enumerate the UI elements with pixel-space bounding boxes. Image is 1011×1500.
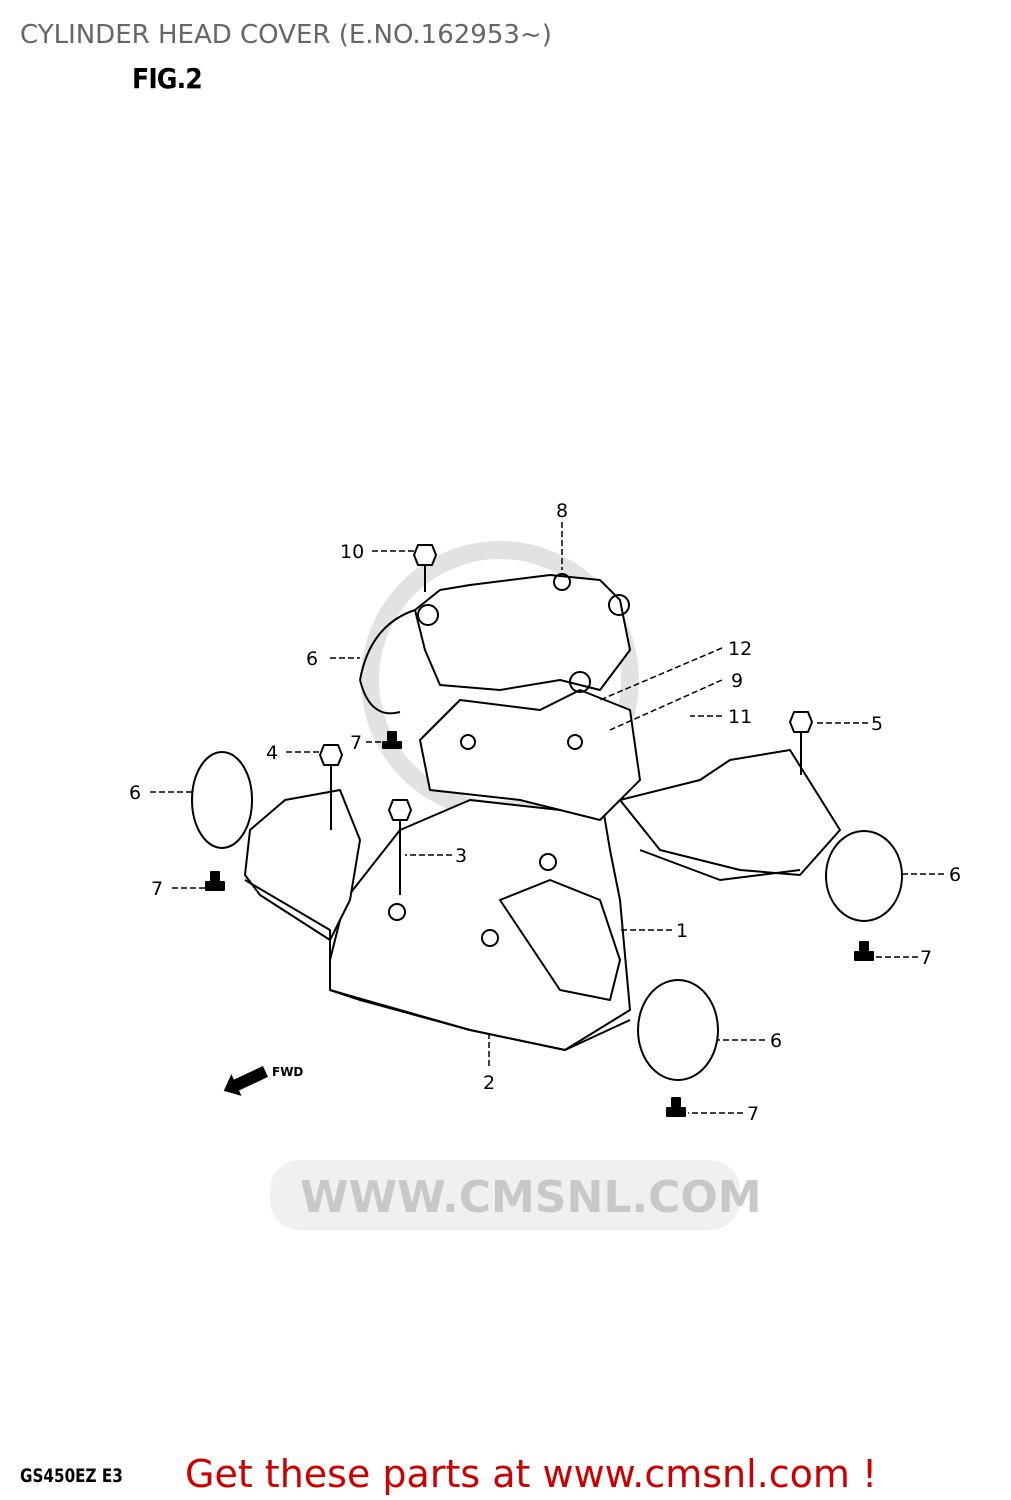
cap-upper-left: [359, 609, 416, 715]
callout-7: 7: [350, 732, 362, 754]
callout-5: 5: [871, 713, 883, 735]
cylinder-head-cover: [329, 789, 631, 1051]
callout-4: 4: [266, 742, 278, 764]
callout-6: 6: [129, 782, 141, 804]
fwd-label: FWD: [272, 1065, 303, 1079]
cap-bottom: [637, 979, 719, 1081]
callout-7: 7: [151, 878, 163, 900]
watermark-text: WWW.CMSNL.COM: [300, 1172, 762, 1223]
callout-6: 6: [949, 864, 961, 886]
cap-right: [825, 830, 903, 922]
screw-7: [205, 731, 874, 1117]
callout-2: 2: [483, 1072, 495, 1094]
cap-left: [191, 751, 253, 849]
callout-10: 10: [340, 541, 364, 563]
bolt-5: [789, 711, 813, 775]
callout-6: 6: [770, 1030, 782, 1052]
breather-gasket: [419, 689, 641, 821]
callout-1: 1: [676, 920, 688, 942]
model-code: GS450EZ E3: [20, 1465, 123, 1487]
leader-lines: [150, 522, 944, 1114]
bolt-10: [413, 544, 437, 592]
callout-3: 3: [455, 845, 467, 867]
page-title: CYLINDER HEAD COVER (E.NO.162953~): [20, 20, 552, 50]
bolt-4: [319, 744, 343, 830]
cover-drawing: [191, 544, 903, 1117]
callout-7: 7: [747, 1103, 759, 1125]
breather-cover: [414, 574, 631, 691]
watermark: WWW.CMSNL.COM: [270, 1160, 762, 1230]
callout-9: 9: [731, 670, 743, 692]
callout-8: 8: [556, 500, 568, 522]
callouts: 8 10 6 12 9 11 7 4 5 6 3 7 1 6 7 6 2 7: [129, 500, 961, 1125]
callout-12: 12: [728, 638, 752, 660]
promo-link[interactable]: Get these parts at www.cmsnl.com !: [185, 1452, 878, 1496]
callout-7: 7: [920, 947, 932, 969]
callout-6: 6: [306, 648, 318, 670]
callout-11: 11: [728, 706, 752, 728]
bolt-3: [388, 799, 412, 895]
fwd-arrow-icon: [223, 1066, 268, 1096]
figure-label: FIG.2: [132, 62, 203, 95]
